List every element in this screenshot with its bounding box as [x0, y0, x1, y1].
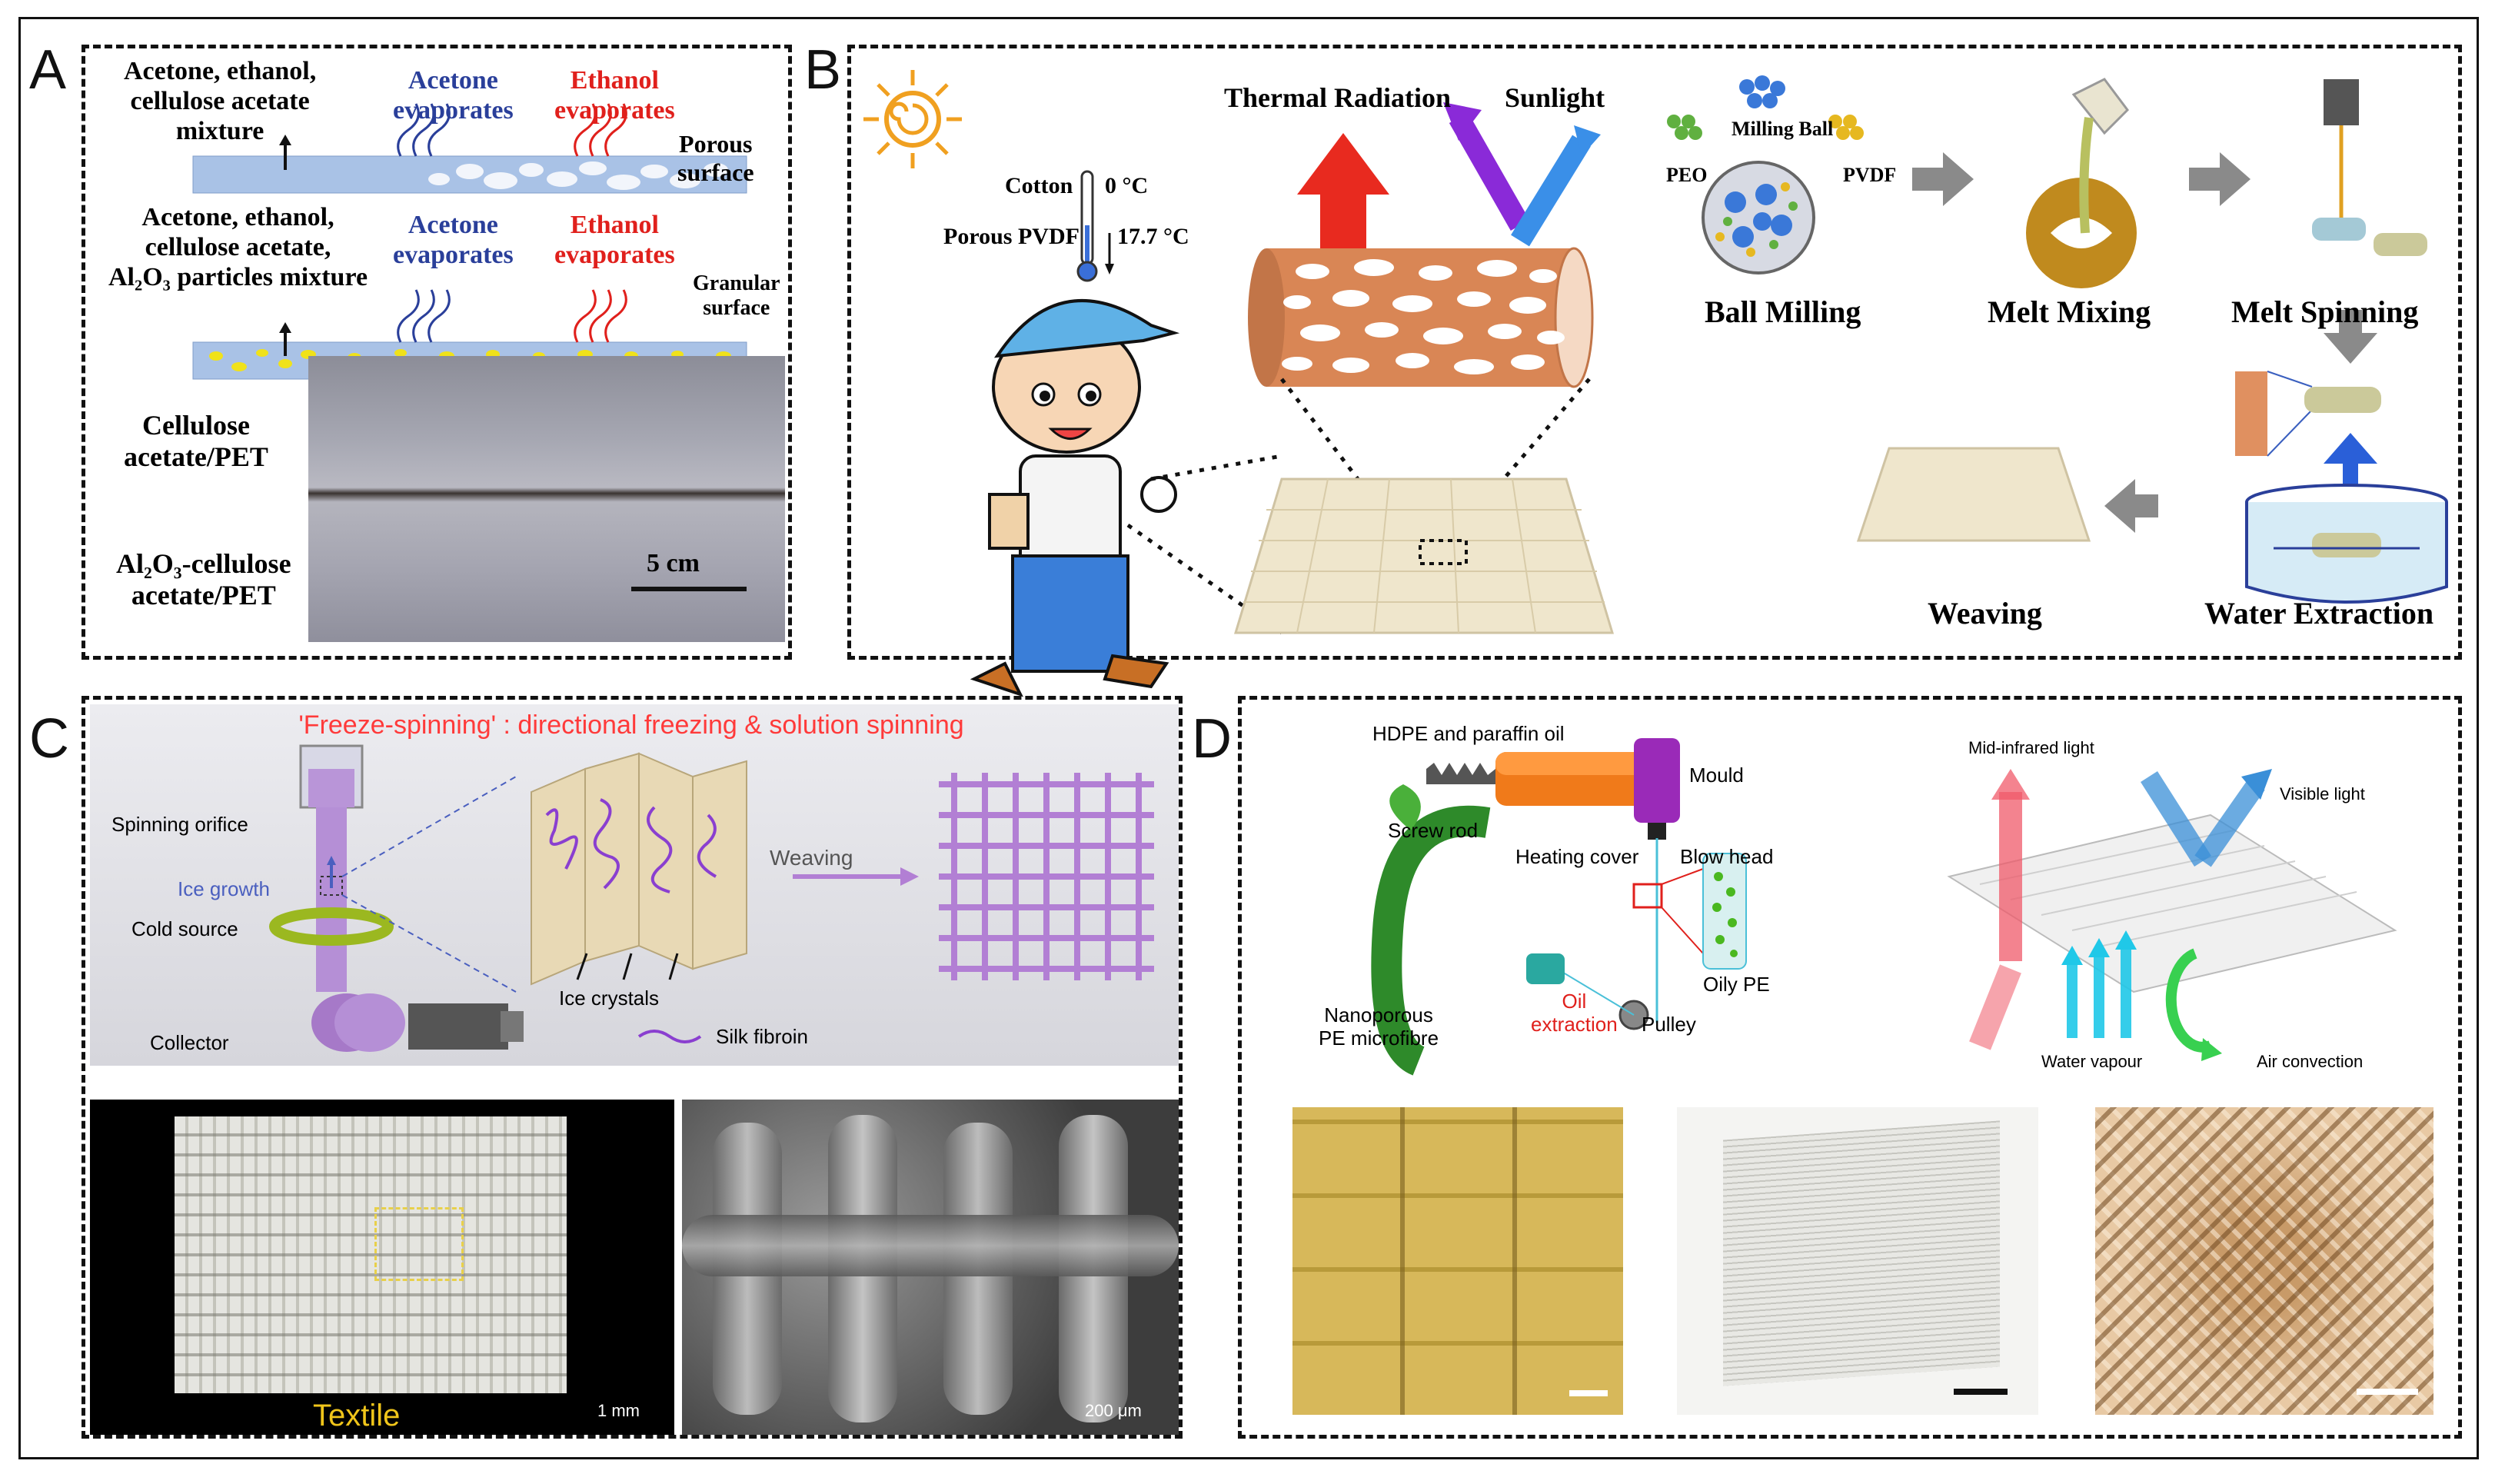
d-visible-light: Visible light — [2280, 784, 2365, 804]
d-mid-ir: Mid-infrared light — [1968, 738, 2094, 757]
c-textile-label: Textile — [313, 1399, 401, 1432]
b-pvdf: Porous PVDF — [943, 224, 1080, 249]
a-top-ethanol: Ethanol evaporates — [554, 66, 675, 125]
a-scale-label: 5 cm — [647, 549, 700, 577]
b-ball-milling: Ball Milling — [1705, 294, 1861, 329]
b-sunlight: Sunlight — [1505, 82, 1605, 113]
d-mould: Mould — [1689, 764, 1744, 787]
thermal-arrow-icon — [1297, 133, 1389, 248]
c-scale-2: 200 μm — [1085, 1401, 1142, 1420]
panel-c: 'Freeze-spinning' : directional freezing… — [82, 696, 1183, 1439]
b-melt-spinning: Melt Spinning — [2231, 294, 2419, 329]
d-scale-bar-3 — [2357, 1389, 2418, 1395]
d-photo-fabric — [1677, 1107, 2038, 1415]
woven-textile-right — [1856, 447, 2091, 542]
c-zoom-box — [374, 1207, 464, 1281]
c-sem-photo: 200 μm — [682, 1100, 1179, 1435]
boy-cartoon — [970, 299, 1180, 697]
b-milling-ball: Milling Ball — [1732, 118, 1834, 140]
c-weaving: Weaving — [770, 846, 853, 870]
b-pvdf-material: PVDF — [1843, 164, 1897, 186]
b-weaving: Weaving — [1928, 596, 2042, 631]
a-top-acetone: Acetone evaporates — [393, 66, 514, 125]
d-air-convection: Air convection — [2257, 1052, 2364, 1071]
d-fabric-sample — [1723, 1120, 2000, 1386]
panel-a-label: A — [29, 39, 67, 101]
d-pulley: Pulley — [1642, 1013, 1696, 1036]
d-nanoporous: Nanoporous PE microfibre — [1319, 1003, 1439, 1050]
water-extraction-graphic — [2235, 371, 2448, 604]
a-bottom-left-label: Acetone, ethanol, cellulose acetate, Al₂… — [108, 203, 368, 292]
d-scale-bar-2 — [1954, 1389, 2008, 1395]
b-thermal-radiation: Thermal Radiation — [1224, 82, 1452, 113]
d-blow-head: Blow head — [1680, 845, 1774, 868]
a-top-right-label: Porous surface — [677, 130, 754, 186]
c-silk-fibroin: Silk fibroin — [716, 1025, 808, 1048]
b-peo: PEO — [1666, 164, 1708, 186]
b-cotton: Cotton — [1005, 173, 1073, 198]
panel-b-label: B — [804, 39, 842, 101]
d-water-vapour: Water vapour — [2041, 1052, 2143, 1071]
woven-textile-left — [1233, 477, 1615, 634]
sun-icon — [863, 70, 962, 168]
a-bottom-acetone: Acetone evaporates — [393, 211, 514, 270]
d-oil-extraction: Oil extraction — [1531, 990, 1618, 1036]
b-cotton-temp: 0 °C — [1105, 173, 1149, 198]
a-top-left-label: Acetone, ethanol, cellulose acetate mixt… — [124, 57, 317, 146]
c-textile-photo: Textile 1 mm — [90, 1100, 674, 1435]
panel-d-label: D — [1192, 708, 1232, 770]
d-schematic — [1371, 738, 2397, 1076]
b-melt-mixing: Melt Mixing — [1988, 294, 2151, 329]
melt-spinning-graphic — [2312, 79, 2427, 256]
c-cold-source: Cold source — [131, 917, 238, 940]
b-pvdf-temp: 17.7 °C — [1117, 224, 1189, 249]
a-sample-photo: 5 cm — [308, 356, 785, 642]
c-ice-crystals: Ice crystals — [559, 987, 660, 1010]
d-screw-rod: Screw rod — [1388, 819, 1479, 842]
thermometer-icon — [1076, 170, 1098, 282]
a-scale-bar — [631, 587, 747, 591]
d-photo-knit — [2095, 1107, 2433, 1415]
a-bottom-ethanol: Ethanol evaporates — [554, 211, 675, 270]
fiber-cylinder — [1248, 247, 1594, 388]
c-title: 'Freeze-spinning' : directional freezing… — [298, 710, 964, 740]
panel-a: Acetone, ethanol, cellulose acetate mixt… — [82, 45, 792, 660]
panel-b: Cotton 0 °C Porous PVDF 17.7 °C Thermal … — [847, 45, 2462, 697]
c-collector: Collector — [150, 1031, 229, 1054]
c-schematic — [269, 744, 1154, 1052]
d-oily-pe: Oily PE — [1703, 973, 1770, 996]
ball-milling-graphic — [1667, 75, 1864, 275]
b-water-extraction: Water Extraction — [2204, 596, 2434, 631]
a-photo-label-top: Cellulose acetate/PET — [124, 410, 268, 473]
c-spinning-orifice: Spinning orifice — [111, 813, 248, 836]
figure-frame — [18, 17, 2479, 1459]
d-scale-bar-1 — [1569, 1390, 1608, 1396]
melt-mixing-graphic — [2026, 78, 2137, 288]
d-hdpe: HDPE and paraffin oil — [1372, 722, 1565, 745]
a-photo-label-bottom: Al₂O₃-cellulose acetate/PET — [116, 548, 291, 611]
d-heating-cover: Heating cover — [1515, 845, 1639, 868]
d-photo-weave — [1292, 1107, 1623, 1415]
panel-d: HDPE and paraffin oil Mould Screw rod He… — [1238, 696, 2462, 1439]
a-bottom-right-label: Granular surface — [693, 271, 780, 321]
c-scale-1: 1 mm — [597, 1401, 640, 1420]
panel-c-label: C — [29, 708, 69, 770]
panel-b-graphics — [863, 70, 2448, 697]
c-ice-growth: Ice growth — [178, 877, 270, 900]
c-woven-grid — [939, 773, 1154, 980]
